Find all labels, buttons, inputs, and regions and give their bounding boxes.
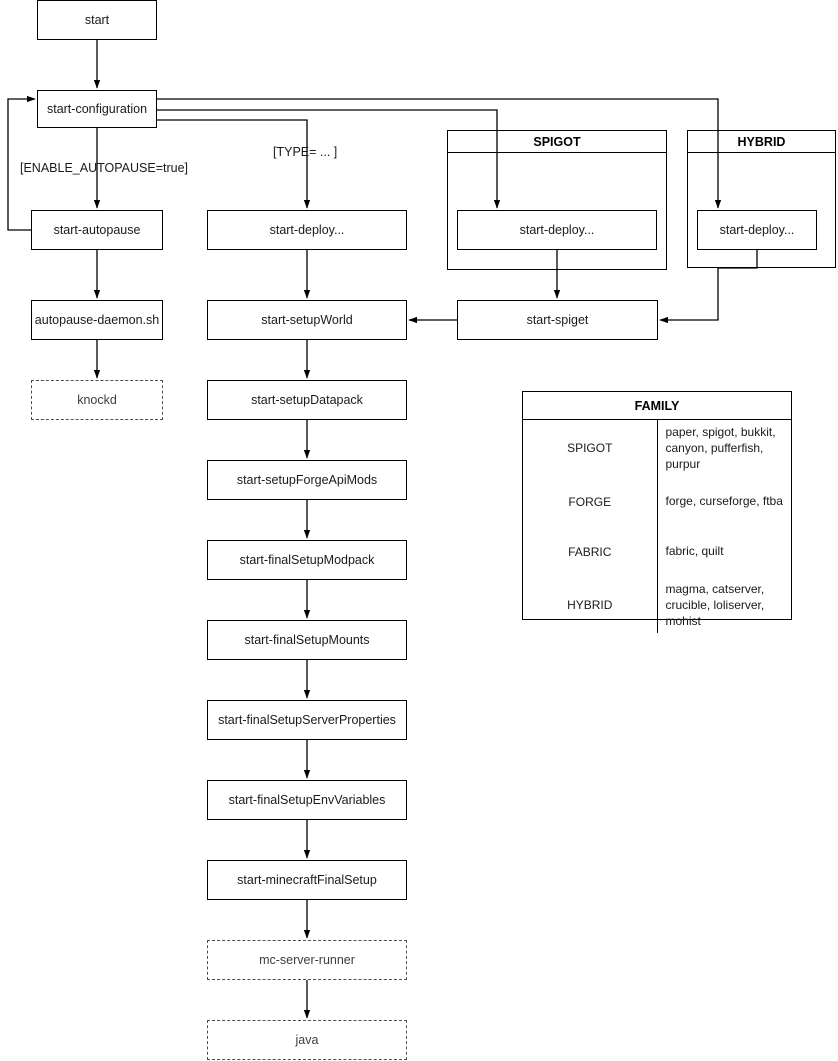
node-start-finalsetupserverproperties[interactable]: start-finalSetupServerProperties xyxy=(207,700,407,740)
family-key: HYBRID xyxy=(523,576,658,634)
node-start-setupworld[interactable]: start-setupWorld xyxy=(207,300,407,340)
node-java[interactable]: java xyxy=(207,1020,407,1060)
node-start-finalsetupenvvariables[interactable]: start-finalSetupEnvVariables xyxy=(207,780,407,820)
node-start-configuration[interactable]: start-configuration xyxy=(37,90,157,128)
family-values: fabric, quilt xyxy=(665,544,724,559)
table-row: SPIGOT paper, spigot, bukkit, canyon, pu… xyxy=(523,419,791,477)
family-key: SPIGOT xyxy=(523,419,658,477)
node-mc-server-runner[interactable]: mc-server-runner xyxy=(207,940,407,980)
family-values: forge, curseforge, ftba xyxy=(665,494,783,509)
family-key: FABRIC xyxy=(523,526,658,577)
node-hybrid-deploy[interactable]: start-deploy... xyxy=(697,210,817,250)
family-values: paper, spigot, bukkit, canyon, pufferfis… xyxy=(665,425,776,472)
node-start-minecraftfinalsetup[interactable]: start-minecraftFinalSetup xyxy=(207,860,407,900)
family-key: FORGE xyxy=(523,476,658,527)
edge-label-enable-autopause: [ENABLE_AUTOPAUSE=true] xyxy=(20,161,189,175)
group-spigot-title: SPIGOT xyxy=(448,131,666,153)
node-start-deploy-main[interactable]: start-deploy... xyxy=(207,210,407,250)
node-autopause-daemon-sh[interactable]: autopause-daemon.sh xyxy=(31,300,163,340)
family-legend-body: SPIGOT paper, spigot, bukkit, canyon, pu… xyxy=(523,419,791,634)
table-row: FORGE forge, curseforge, ftba xyxy=(523,476,791,527)
table-row: HYBRID magma, catserver, crucible, lolis… xyxy=(523,576,791,634)
node-start-autopause[interactable]: start-autopause xyxy=(31,210,163,250)
node-start-spiget[interactable]: start-spiget xyxy=(457,300,658,340)
node-spigot-deploy[interactable]: start-deploy... xyxy=(457,210,657,250)
node-start-finalsetupmounts[interactable]: start-finalSetupMounts xyxy=(207,620,407,660)
node-start-setupdatapack[interactable]: start-setupDatapack xyxy=(207,380,407,420)
family-values: magma, catserver, crucible, loliserver, … xyxy=(665,581,765,628)
node-knockd[interactable]: knockd xyxy=(31,380,163,420)
node-start-finalsetupmodpack[interactable]: start-finalSetupModpack xyxy=(207,540,407,580)
table-row: FABRIC fabric, quilt xyxy=(523,526,791,577)
group-hybrid-title: HYBRID xyxy=(688,131,835,153)
node-start[interactable]: start xyxy=(37,0,157,40)
family-legend-table: FAMILY SPIGOT paper, spigot, bukkit, can… xyxy=(522,391,792,634)
edge-label-type: [TYPE= ... ] xyxy=(273,145,338,159)
family-legend-header: FAMILY xyxy=(523,392,791,420)
group-hybrid: HYBRID xyxy=(687,130,836,268)
group-spigot: SPIGOT xyxy=(447,130,667,270)
node-start-setupforgeapimods[interactable]: start-setupForgeApiMods xyxy=(207,460,407,500)
edge-configuration-to-spigot-deploy xyxy=(157,109,501,209)
